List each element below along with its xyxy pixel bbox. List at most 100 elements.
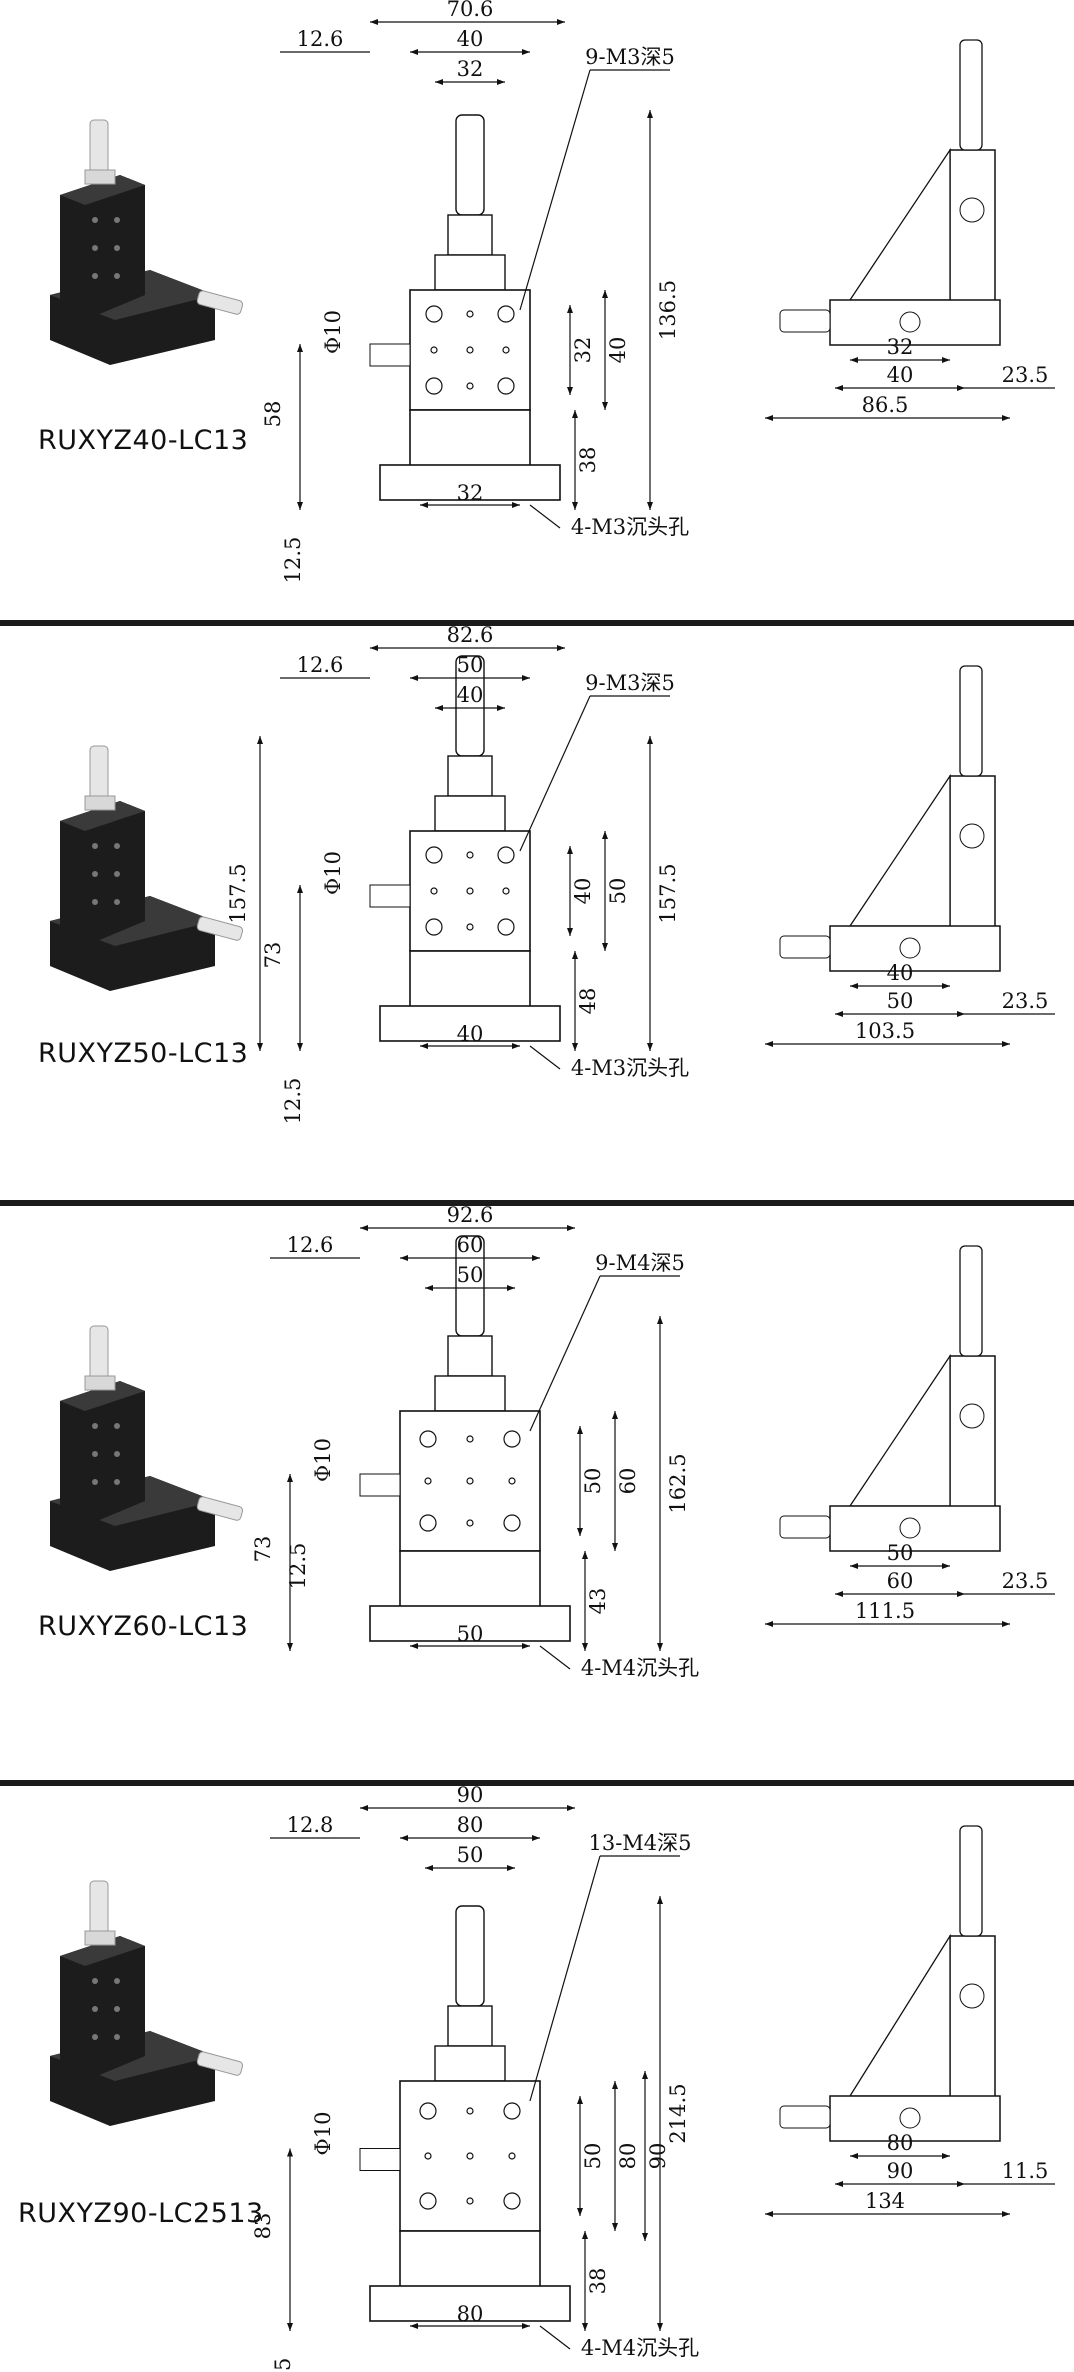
center-height-label: 83: [251, 2213, 275, 2240]
arrow-head: [612, 2081, 618, 2089]
arrow-head: [657, 1896, 663, 1904]
side-inner-label: 40: [887, 961, 914, 985]
arrow-head: [297, 885, 303, 893]
arrow-head: [942, 2153, 950, 2159]
arrow-head: [435, 79, 443, 85]
arrow-head: [612, 1411, 618, 1419]
side-view: [779, 39, 1001, 346]
arrow-head: [410, 2323, 418, 2329]
arrow-head: [512, 502, 520, 508]
side-view: [779, 1825, 1001, 2142]
base-offset-label: 12.5: [281, 1078, 305, 1125]
base-hole-width-label: 50: [457, 1622, 484, 1646]
arrow-head: [567, 1805, 575, 1811]
arrow-head: [942, 1563, 950, 1569]
arrow-head: [577, 1426, 583, 1434]
arrow-head: [507, 1285, 515, 1291]
knob-diameter-label: Φ10: [311, 2112, 335, 2156]
arrow-head: [297, 1043, 303, 1051]
product-photo: [50, 1325, 244, 1571]
overall-width-label: 92.6: [447, 1206, 494, 1227]
arrow-head: [642, 2233, 648, 2241]
side-offset-label: 11.5: [1002, 2159, 1049, 2183]
offset-label: 12.8: [287, 1813, 334, 1837]
arrow-head: [400, 1835, 408, 1841]
base-hole-width-label: 32: [457, 481, 484, 505]
arrow-head: [602, 831, 608, 839]
overall-width-label: 70.6: [447, 0, 494, 21]
base-height-label: 43: [586, 1588, 610, 1615]
arrow-head: [602, 402, 608, 410]
center-height-label: 58: [261, 401, 285, 428]
inner-offset-label: 12.5: [286, 1543, 310, 1590]
base-hole-leader: [539, 1645, 571, 1670]
arrow-head: [657, 2323, 663, 2331]
offset-label: 12.6: [287, 1233, 334, 1257]
hole-spec-leader: [529, 1855, 601, 2102]
side-view: [779, 665, 1001, 972]
arrow-head: [287, 1643, 293, 1651]
side-total-label: 86.5: [862, 393, 909, 417]
total-height-label: 157.5: [656, 863, 680, 923]
arrow-head: [657, 1643, 663, 1651]
knob-diameter-label: Φ10: [321, 851, 345, 895]
center-height-label: 73: [261, 942, 285, 969]
side-offset-label: 23.5: [1002, 363, 1049, 387]
arrow-head: [602, 943, 608, 951]
hole-pitch-label: 32: [571, 337, 595, 364]
hole-spec-label: 9-M3深5: [585, 671, 675, 695]
inner-width-label: 50: [457, 1263, 484, 1287]
arrow-head: [582, 1551, 588, 1559]
arrow-head: [370, 645, 378, 651]
arrow-head: [647, 736, 653, 744]
hole-spec-leader: [519, 695, 591, 852]
hole-pitch-label: 40: [571, 878, 595, 905]
arrow-head: [572, 1043, 578, 1051]
arrow-head: [257, 736, 263, 744]
base-hole-width-label: 80: [457, 2302, 484, 2326]
section-divider: [0, 1200, 1074, 1206]
arrow-head: [657, 1316, 663, 1324]
arrow-head: [572, 951, 578, 959]
total-height-label: 214.5: [666, 2083, 690, 2143]
side-offset-label: 23.5: [1002, 989, 1049, 1013]
front-view: [369, 114, 561, 501]
arrow-head: [765, 1041, 773, 1047]
inner-width-label: 50: [457, 1843, 484, 1867]
arrow-head: [532, 1835, 540, 1841]
model-name: RUXYZ40-LC13: [38, 425, 249, 456]
arrow-head: [1002, 2211, 1010, 2217]
arrow-head: [577, 2096, 583, 2104]
hole-spec-label: 9-M4深5: [595, 1251, 685, 1275]
arrow-head: [1002, 1041, 1010, 1047]
arrow-head: [360, 1225, 368, 1231]
arrow-head: [850, 2153, 858, 2159]
top-width-label: 50: [457, 653, 484, 677]
front-view: [369, 655, 561, 1042]
arrow-head: [957, 1591, 965, 1597]
arrow-head: [410, 675, 418, 681]
side-width-label: 60: [887, 1569, 914, 1593]
arrow-head: [942, 357, 950, 363]
side-inner-label: 50: [887, 1541, 914, 1565]
arrow-head: [577, 1528, 583, 1536]
section-drawing: 90805012.813-M4深5Φ10214.5508090388312.58…: [50, 1786, 1055, 2372]
arrow-head: [567, 305, 573, 313]
offset-label: 12.6: [297, 653, 344, 677]
arrow-head: [420, 502, 428, 508]
arrow-head: [942, 983, 950, 989]
arrow-head: [557, 645, 565, 651]
arrow-head: [410, 1643, 418, 1649]
offset-label: 12.6: [297, 27, 344, 51]
overall-width-label: 82.6: [447, 626, 494, 647]
base-height-label: 48: [576, 988, 600, 1015]
top-width-label: 40: [457, 27, 484, 51]
base-hole-leader: [529, 504, 561, 529]
arrow-head: [497, 79, 505, 85]
knob-diameter-label: Φ10: [321, 310, 345, 354]
side-inner-label: 32: [887, 335, 914, 359]
left-height-label: 157.5: [226, 863, 250, 923]
